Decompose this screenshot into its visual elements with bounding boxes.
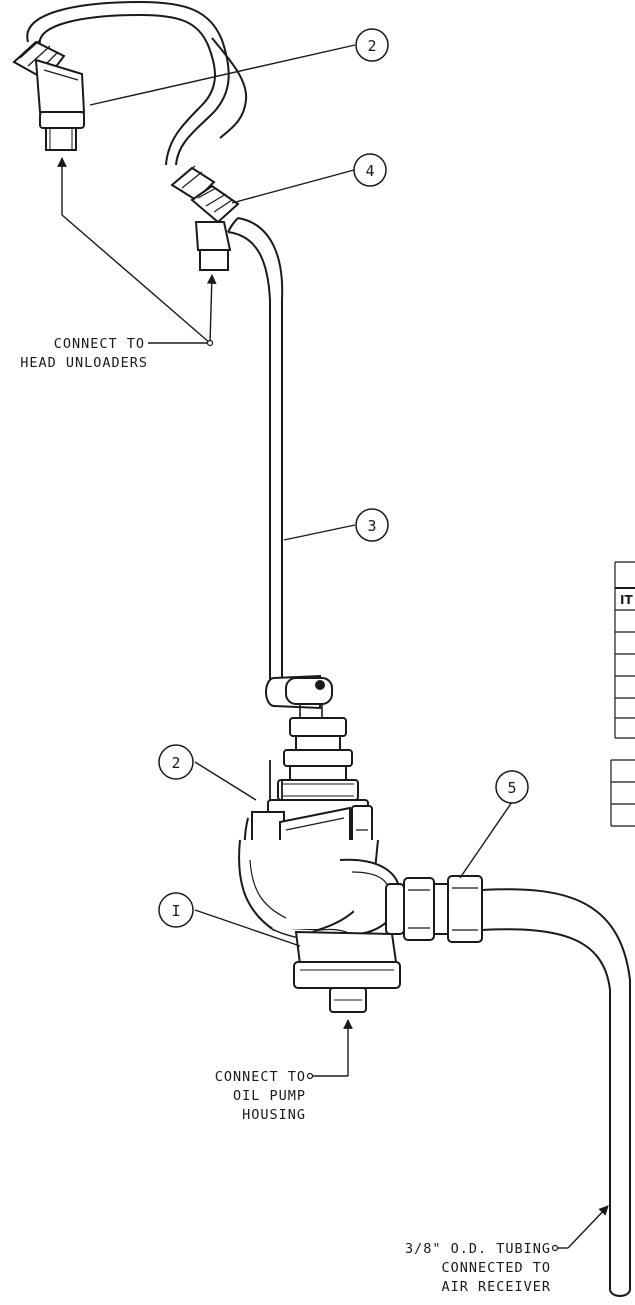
union-fitting xyxy=(170,165,240,271)
main-tube xyxy=(227,217,284,680)
head-unloaders-note: CONNECT TO HEAD UNLOADERS xyxy=(20,157,217,371)
callout-balloon-2-top: 2 xyxy=(355,28,389,62)
top-tube-loop xyxy=(26,0,248,166)
callout-number: 3 xyxy=(367,517,376,535)
callout-balloon-1: I xyxy=(158,892,194,928)
callout-number: 2 xyxy=(367,37,376,55)
note-line: HEAD UNLOADERS xyxy=(20,355,148,371)
valve-handle xyxy=(265,674,333,720)
compression-fitting-right xyxy=(385,875,483,943)
leader-lines xyxy=(89,44,513,947)
callout-number: 5 xyxy=(507,779,516,797)
regulator-body xyxy=(238,717,402,1013)
note-line: CONNECT TO xyxy=(54,336,145,352)
note-line: AIR RECEIVER xyxy=(441,1279,551,1295)
callout-balloon-2-low: 2 xyxy=(158,744,194,780)
callout-number: I xyxy=(171,902,180,920)
note-line: 3/8" O.D. TUBING xyxy=(405,1241,551,1257)
air-receiver-tube xyxy=(481,888,631,1297)
note-line: CONNECTED TO xyxy=(441,1260,551,1276)
air-receiver-note: 3/8" O.D. TUBING CONNECTED TO AIR RECEIV… xyxy=(405,1205,609,1295)
parts-table-fragment xyxy=(610,561,635,827)
note-line: CONNECT TO xyxy=(215,1069,306,1085)
elbow-fitting-top xyxy=(12,39,86,151)
oil-pump-note: CONNECT TO OIL PUMP HOUSING xyxy=(215,1019,353,1123)
callout-number: 4 xyxy=(365,162,374,180)
callout-balloon-5: 5 xyxy=(495,770,529,804)
callout-balloon-3: 3 xyxy=(355,508,389,542)
callout-number: 2 xyxy=(171,754,180,772)
note-line: OIL PUMP xyxy=(233,1088,306,1104)
callout-balloon-4: 4 xyxy=(353,153,387,187)
note-line: HOUSING xyxy=(242,1107,306,1123)
table-header-fragment: IT xyxy=(620,593,633,607)
